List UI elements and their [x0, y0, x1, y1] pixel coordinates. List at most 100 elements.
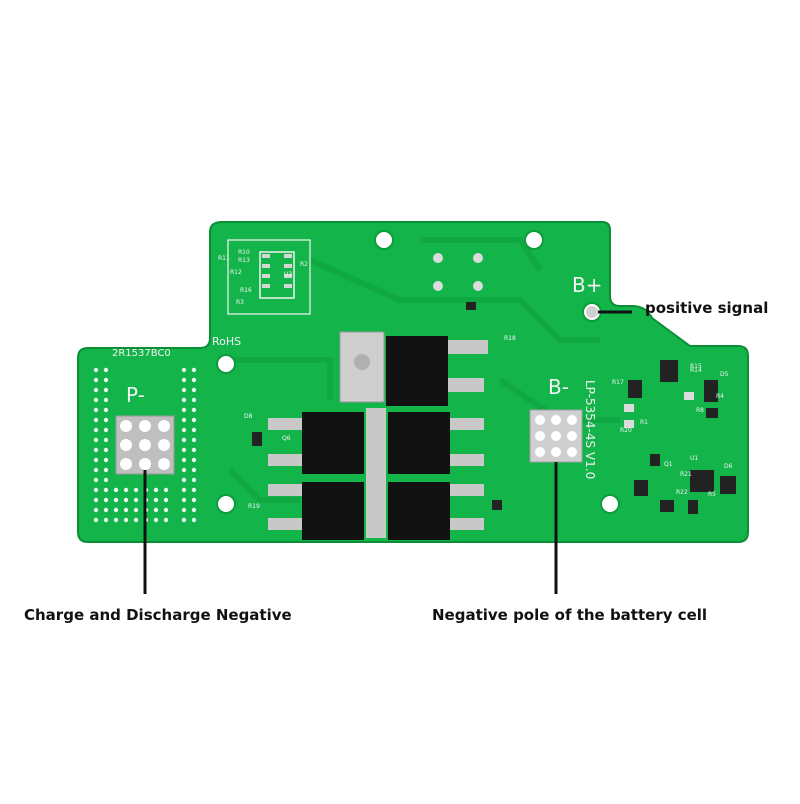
- via-dot: [93, 457, 99, 463]
- mosfet-tab-left: [339, 331, 385, 403]
- via-dot: [181, 467, 187, 473]
- via-dot: [181, 387, 187, 393]
- silk-model: LP-5354-4S V1.0: [583, 380, 597, 479]
- silk-ref-label: R13: [238, 257, 250, 264]
- via-dot: [113, 497, 119, 503]
- via-dot: [93, 367, 99, 373]
- via-dot: [191, 407, 197, 413]
- silk-ref-label: R12: [230, 269, 242, 276]
- via-dot: [103, 417, 109, 423]
- via-dot: [123, 497, 129, 503]
- silk-ref-label: D6: [724, 463, 733, 470]
- via-dot: [113, 507, 119, 513]
- via-dot: [181, 397, 187, 403]
- silk-batch-code: 2R1537BC0: [112, 348, 171, 359]
- via-dot: [93, 407, 99, 413]
- via-dot: [93, 477, 99, 483]
- callout-charge-discharge-negative: Charge and Discharge Negative: [24, 606, 292, 624]
- b-minus-pad: [529, 409, 583, 463]
- silk-ref-label: R20: [620, 427, 632, 434]
- via-dot: [93, 437, 99, 443]
- silk-ref-label: U3: [284, 271, 292, 278]
- via-dot: [103, 487, 109, 493]
- via-dot: [93, 507, 99, 513]
- via-dot: [181, 457, 187, 463]
- silk-ref-label: R16: [240, 287, 252, 294]
- silk-ref-label: R11: [218, 255, 230, 262]
- via-dot: [153, 507, 159, 513]
- via-dot: [93, 497, 99, 503]
- silk-ref-label: R5: [708, 491, 716, 498]
- silk-ref-label: D5: [720, 371, 729, 378]
- via-dot: [133, 517, 139, 523]
- via-dot: [113, 487, 119, 493]
- silk-ref-label: R19: [248, 503, 260, 510]
- via-dot: [93, 447, 99, 453]
- via-dot: [191, 417, 197, 423]
- via-dot: [191, 497, 197, 503]
- silk-rohs: RoHS: [212, 335, 241, 348]
- mosfet-array: [268, 408, 484, 540]
- silk-ref-label: R1: [640, 419, 648, 426]
- via-dot: [191, 367, 197, 373]
- via-dot: [163, 497, 169, 503]
- silk-ref-label: R2: [300, 261, 308, 268]
- via-dot: [181, 377, 187, 383]
- smd-components-right: [252, 302, 736, 514]
- via-dot: [93, 467, 99, 473]
- via-dot: [103, 397, 109, 403]
- via-dot: [191, 457, 197, 463]
- via-dot: [181, 487, 187, 493]
- callout-lines: [143, 310, 632, 594]
- silk-ref-label: R15: [690, 363, 702, 370]
- silk-ref-label: R21: [680, 471, 692, 478]
- silk-ref-label: Q1: [664, 461, 673, 468]
- via-dot: [103, 497, 109, 503]
- via-dot: [181, 497, 187, 503]
- via-dot: [191, 387, 197, 393]
- via-dot: [191, 397, 197, 403]
- silk-ref-label: Q6: [282, 435, 291, 442]
- via-dot: [191, 517, 197, 523]
- via-dot: [153, 497, 159, 503]
- via-dot: [123, 507, 129, 513]
- via-dot: [153, 517, 159, 523]
- via-dot: [103, 407, 109, 413]
- via-dot: [181, 427, 187, 433]
- via-dot: [93, 387, 99, 393]
- silk-p-minus: P-: [126, 383, 145, 407]
- via-dot: [181, 367, 187, 373]
- via-dot: [181, 437, 187, 443]
- via-dot: [103, 377, 109, 383]
- via-dot: [103, 387, 109, 393]
- via-dot: [93, 417, 99, 423]
- via-dot: [93, 517, 99, 523]
- callout-battery-cell-negative: Negative pole of the battery cell: [432, 606, 708, 624]
- ic-top-left: [259, 251, 295, 299]
- via-dot: [103, 367, 109, 373]
- via-dot: [93, 397, 99, 403]
- silk-b-plus: B+: [572, 273, 602, 297]
- via-dot: [181, 447, 187, 453]
- callout-positive-signal: positive signal: [645, 299, 769, 317]
- silk-ref-label: R4: [716, 393, 724, 400]
- via-dot: [191, 487, 197, 493]
- silk-ref-label: R22: [676, 489, 688, 496]
- via-dot: [191, 377, 197, 383]
- via-dot: [181, 507, 187, 513]
- connector-pads-top: [433, 253, 483, 291]
- via-dot: [153, 487, 159, 493]
- silk-ref-label: D8: [244, 413, 253, 420]
- silk-box-small-parts: [227, 239, 311, 315]
- via-dot: [133, 497, 139, 503]
- via-dot: [191, 447, 197, 453]
- via-dot: [113, 517, 119, 523]
- via-dot: [93, 377, 99, 383]
- via-dot: [103, 427, 109, 433]
- via-dot: [123, 517, 129, 523]
- via-dot: [181, 417, 187, 423]
- via-dot: [103, 437, 109, 443]
- via-dot: [181, 517, 187, 523]
- via-dot: [163, 507, 169, 513]
